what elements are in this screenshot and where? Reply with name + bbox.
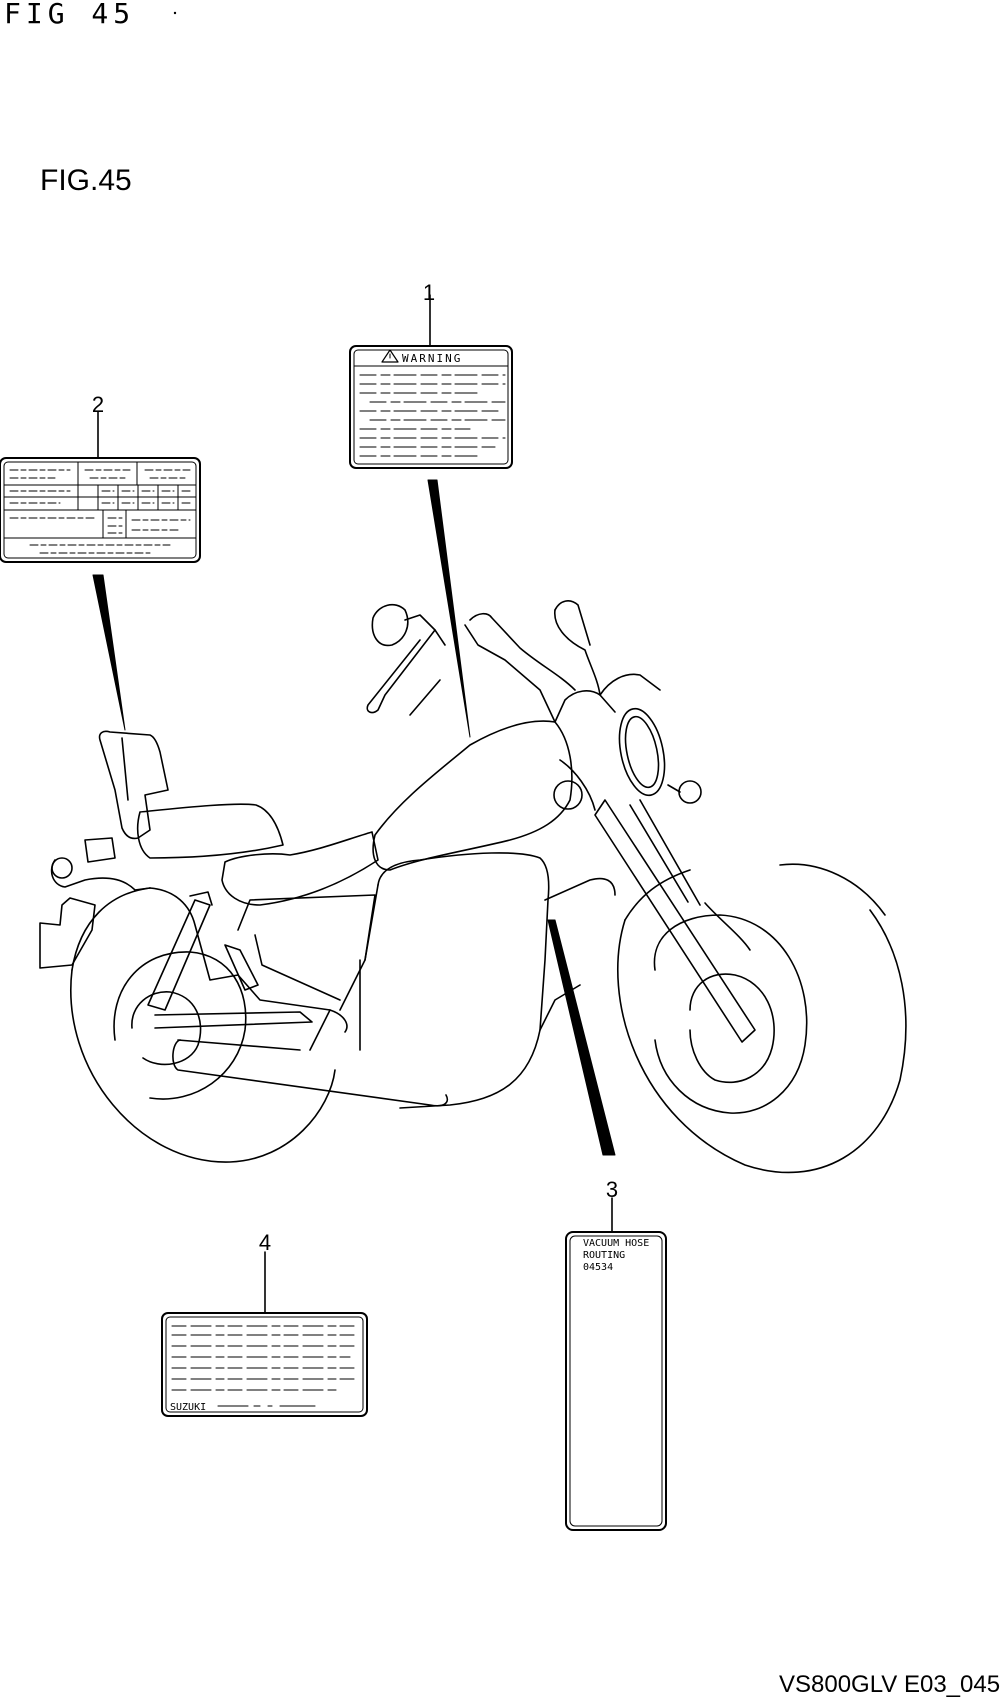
stray-dot xyxy=(173,11,177,15)
handlebar-right xyxy=(554,609,601,696)
leader-wedge-3 xyxy=(547,919,616,1156)
callout-number-4: 4 xyxy=(259,1230,271,1255)
turn-signal-rear xyxy=(51,857,73,879)
handlebar-left xyxy=(464,624,556,723)
leader-wedge-1 xyxy=(427,479,471,738)
front-fender xyxy=(779,863,886,916)
engine xyxy=(377,852,550,1109)
front-tire xyxy=(617,909,907,1174)
diagram-code: VS800GLV E03_045 xyxy=(779,1671,1000,1698)
front-seat xyxy=(221,831,379,906)
front-fork xyxy=(594,799,756,1043)
side-cover xyxy=(237,894,376,1011)
motorcycle-outline xyxy=(39,600,907,1174)
callout-number-3: 3 xyxy=(606,1177,618,1202)
rear-fender xyxy=(39,897,96,969)
leader-wedge-2 xyxy=(92,574,126,731)
front-turn-signal-right xyxy=(678,780,702,804)
suzuki-label-text: SUZUKI xyxy=(170,1402,206,1413)
rear-shock xyxy=(147,899,211,1011)
mirror xyxy=(371,603,409,647)
rear-tire xyxy=(70,969,336,1163)
warning-label-text: WARNING xyxy=(402,352,462,365)
rear-rim xyxy=(113,951,247,1100)
info-table-label xyxy=(0,457,201,563)
rear-seat xyxy=(136,803,284,859)
backrest xyxy=(98,730,169,840)
headlight xyxy=(618,707,666,797)
vacuum-hose-routing-label: VACUUM HOSE ROUTING 04534 xyxy=(565,1231,667,1531)
front-rim xyxy=(653,914,808,1114)
front-turn-signal-left xyxy=(553,780,583,810)
vacuum-label-line-1: VACUUM HOSE xyxy=(583,1238,649,1249)
warning-label: WARNING xyxy=(349,345,513,469)
vacuum-label-line-2: ROUTING xyxy=(583,1250,625,1261)
fuel-tank xyxy=(372,720,573,871)
front-hub xyxy=(689,973,775,1084)
vacuum-label-line-3: 04534 xyxy=(583,1262,613,1273)
swingarm xyxy=(154,1011,313,1029)
muffler xyxy=(172,1039,449,1107)
warning-triangle-icon xyxy=(381,349,399,363)
callout-number-2: 2 xyxy=(92,392,104,417)
callout-number-1: 1 xyxy=(423,280,435,305)
figure-title: FIG.45 xyxy=(40,164,132,197)
tail-light xyxy=(84,837,116,863)
handwritten-figure-title: FIG 45 xyxy=(4,0,136,30)
suzuki-info-label: SUZUKI xyxy=(161,1312,368,1417)
